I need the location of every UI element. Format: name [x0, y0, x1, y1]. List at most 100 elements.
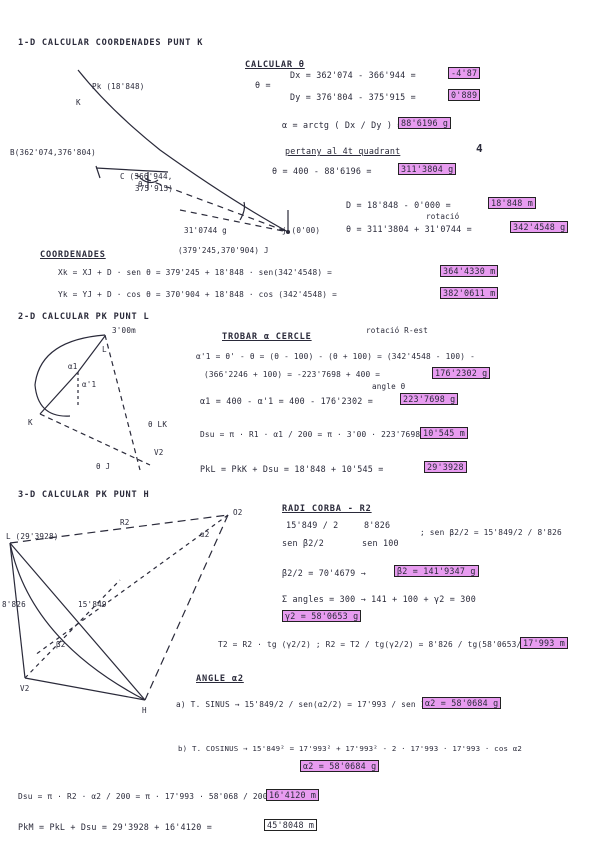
- point-j: [286, 230, 290, 234]
- sin-num-right: 8'826: [364, 520, 391, 530]
- gamma2-value: γ2 = 58'0653 g: [282, 610, 362, 622]
- xk-equation: Xk = XJ + D · sen θ = 379'245 + 18'848 ·…: [58, 268, 333, 277]
- theta-lk-label: θ LK: [148, 420, 168, 429]
- find-alpha-title: TROBAR α CERCLE: [222, 332, 312, 342]
- sinus-value: α2 = 58'0684 g: [422, 697, 502, 709]
- sin-num-left: 15'849 / 2: [286, 520, 339, 530]
- curve-l-h: [9, 542, 146, 701]
- alpha1p-label: α'1: [82, 380, 97, 389]
- sin-den-left: sen β2/2: [282, 538, 324, 548]
- v2-label-2: V2: [154, 448, 164, 457]
- chord-label: 15'849: [78, 600, 107, 609]
- angle-note: angle θ: [372, 382, 406, 391]
- beta2-value: β2 = 141'9347 g: [394, 565, 479, 577]
- pk-l-value: 29'3928: [424, 461, 467, 473]
- tangent-l-v: [9, 542, 26, 679]
- alpha1p-line-2: (366'2246 + 100) = -223'7698 + 400 =: [204, 370, 381, 379]
- alpha1p-value: 176'2302 g: [432, 367, 491, 379]
- line-o-k: [39, 371, 79, 415]
- t2-equation: T2 = R2 · tg (γ2/2) ; R2 = T2 / tg(γ2/2)…: [218, 640, 542, 649]
- circle-arc-2: [34, 334, 106, 417]
- alpha2-label: α2: [200, 530, 210, 539]
- theta-value: 311'3804 g: [398, 163, 457, 175]
- point-j-label: j (0'00): [282, 226, 321, 235]
- o2-label: O2: [233, 508, 243, 517]
- dsu-h-equation: Dsu = π · R2 · α2 / 200 = π · 17'993 · 5…: [18, 792, 278, 801]
- dsu-l-equation: Dsu = π · R1 · α1 / 200 = π · 3'00 · 223…: [200, 430, 460, 439]
- line-k-v: [39, 413, 151, 466]
- pk-label: Pk (18'848): [92, 82, 145, 91]
- dj-value: 18'848 m: [488, 197, 536, 209]
- side-label: 8'826: [2, 600, 26, 609]
- pk-l-equation: PkL = PkK + Dsu = 18'848 + 10'545 =: [200, 464, 384, 474]
- dy-equation: Dy = 376'804 - 375'915 =: [290, 92, 416, 102]
- point-k2-label: K: [28, 418, 33, 427]
- section-1-title: 1-D CALCULAR COORDENADES PUNT K: [18, 38, 204, 48]
- dx-value: -4'87: [448, 67, 481, 79]
- quadrant-number: 4: [476, 142, 484, 155]
- theta-k-equation: θ = 311'3804 + 31'0744 =: [346, 224, 472, 234]
- alpha1p-line-1: α'1 = θ' - θ = (θ - 100) - (θ + 100) = (…: [196, 352, 475, 361]
- section-3-title: 3-D CALCULAR PK PUNT H: [18, 490, 150, 500]
- v2-label-3: V2: [20, 684, 30, 693]
- point-h-label: H: [142, 706, 147, 715]
- chord-l-h: [9, 542, 146, 701]
- dy-value: 0'889: [448, 89, 481, 101]
- cosinus-value: α2 = 58'0684 g: [300, 760, 380, 772]
- theta-label: θ: [138, 180, 143, 189]
- theta-k-value: 342'4548 g: [510, 221, 569, 233]
- angle-alpha2-title: ANGLE α2: [196, 674, 244, 684]
- section-2-title: 2-D CALCULAR PK PUNT L: [18, 312, 150, 322]
- dx-equation: Dx = 362'074 - 366'944 =: [290, 70, 416, 80]
- point-b-label: B(362'074,376'804): [10, 148, 96, 157]
- point-c-label-1: C (366'944,: [120, 172, 173, 181]
- coord-j-label: (379'245,370'904) J: [178, 246, 269, 255]
- line-l-o2: [9, 514, 229, 544]
- line-j-k: [179, 209, 289, 233]
- dsu-l-value: 10'545 m: [420, 427, 468, 439]
- pk-m-value: 45'8048 m: [264, 819, 318, 831]
- pk-m-equation: PkM = PkL + Dsu = 29'3928 + 16'4120 =: [18, 822, 212, 832]
- bisector-v: [24, 579, 121, 679]
- yk-value: 382'0611 m: [440, 287, 499, 299]
- alpha1-equation: α1 = 400 - α'1 = 400 - 176'2302 =: [200, 396, 373, 406]
- dsu-h-value: 16'4120 m: [266, 789, 320, 801]
- theta-lhs: θ =: [255, 80, 271, 90]
- quadrant-text: pertany al 4t quadrant: [285, 146, 401, 156]
- angle-label: 31'0744 g: [184, 226, 227, 235]
- sin-rhs: ; sen β2/2 = 15'849/2 / 8'826: [420, 528, 562, 537]
- point-l3-label: L (29'3928): [6, 532, 59, 541]
- tangent-l: [104, 334, 141, 471]
- radius-label: 3'00m: [112, 326, 136, 335]
- coordinates-title: COORDENADES: [40, 250, 106, 260]
- r2-value: 17'993 m: [520, 637, 568, 649]
- xk-value: 364'4330 m: [440, 265, 499, 277]
- line-o2-h: [144, 514, 229, 701]
- alpha-value: 88'6196 g: [398, 117, 452, 129]
- calc-theta-title: CALCULAR θ: [245, 60, 305, 70]
- sinus-equation: a) T. SINUS → 15'849/2 / sen(α2/2) = 17'…: [176, 700, 446, 709]
- tick-b: [95, 165, 101, 179]
- cosinus-equation: b) T. COSINUS → 15'849² = 17'993² + 17'9…: [178, 744, 523, 753]
- theta-equation: θ = 400 - 88'6196 =: [272, 166, 372, 176]
- radius-title: RADI CORBA - R2: [282, 504, 372, 514]
- arc-angle-j: [239, 201, 246, 221]
- alpha1-label: α1: [68, 362, 78, 371]
- alignment-curve-1: [77, 69, 289, 233]
- alpha-equation: α = arctg ( Dx / Dy ) =: [282, 120, 403, 130]
- rotation-note-1: rotació: [426, 212, 460, 221]
- line-o-l: [77, 335, 106, 373]
- point-l-label: L: [102, 345, 107, 354]
- dj-equation: D = 18'848 - 0'000 =: [346, 200, 451, 210]
- point-k-label: K: [76, 98, 81, 107]
- sum-angles: Σ angles = 300 → 141 + 100 + γ2 = 300: [282, 594, 476, 604]
- line-c-j: [134, 174, 289, 233]
- beta2-label: β2: [56, 640, 66, 649]
- r2-label: R2: [120, 518, 130, 527]
- tangent-bc: [95, 167, 169, 173]
- arc-theta: [139, 177, 159, 184]
- sin-den-right: sen 100: [362, 538, 399, 548]
- theta-jk-label: θ J: [96, 462, 111, 471]
- point-c-label-2: 375'915): [135, 184, 174, 193]
